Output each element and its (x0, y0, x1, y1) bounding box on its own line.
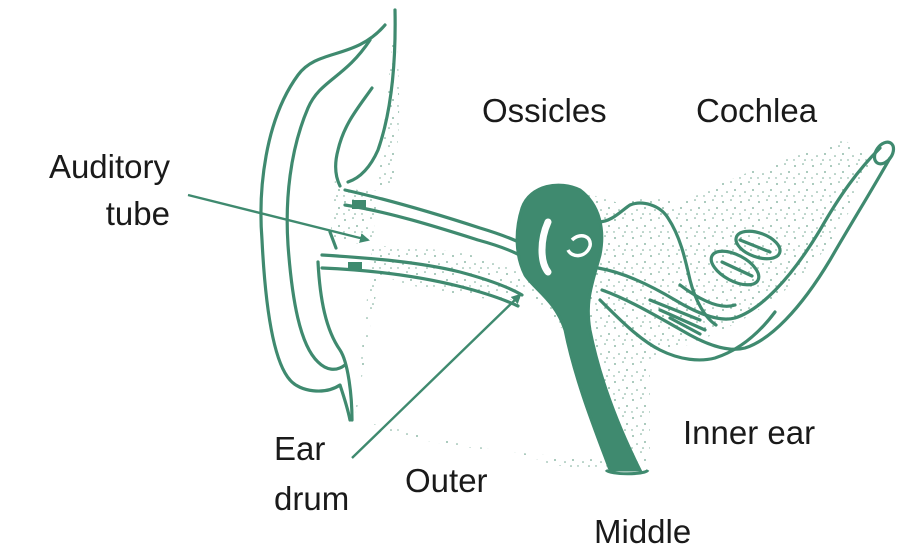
label-inner-ear: Inner ear (683, 414, 815, 451)
label-middle: Middle (594, 513, 691, 550)
label-ear-drum-line2: drum (274, 480, 349, 517)
label-auditory-tube-line1: Auditory (49, 148, 171, 185)
ear-drum-pointer (352, 295, 520, 458)
label-ear-drum-line1: Ear (274, 430, 325, 467)
label-outer: Outer (405, 462, 488, 499)
label-ossicles: Ossicles (482, 92, 607, 129)
label-auditory-tube-line2: tube (106, 195, 170, 232)
label-cochlea: Cochlea (696, 92, 818, 129)
